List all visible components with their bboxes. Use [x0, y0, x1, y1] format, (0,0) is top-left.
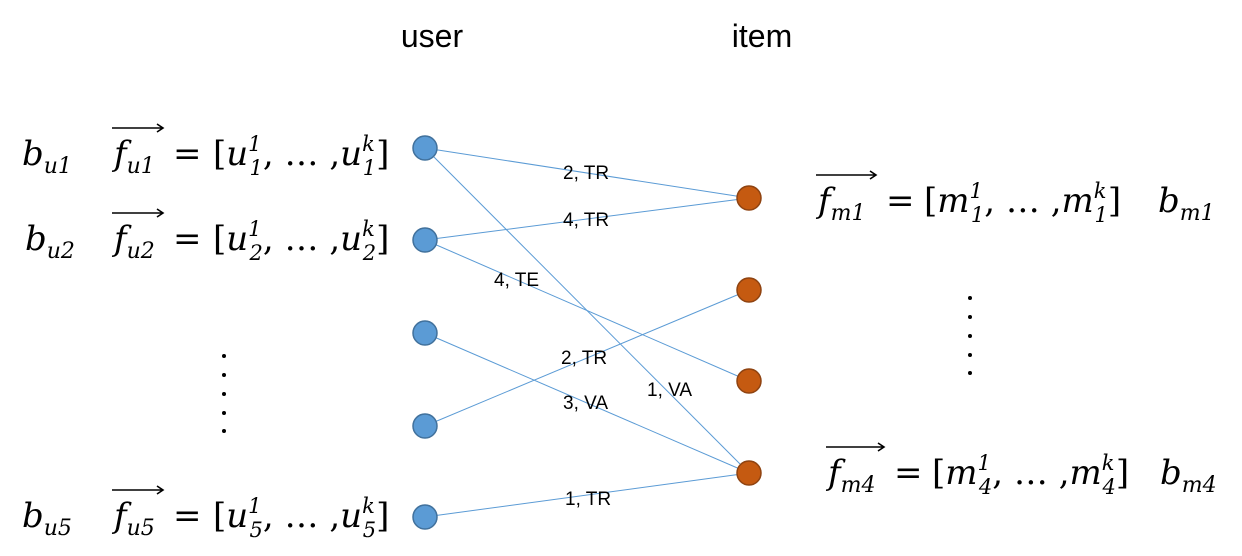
item-ellipsis — [968, 296, 972, 375]
user-node-4[interactable] — [412, 413, 438, 439]
user-ellipsis — [222, 354, 226, 433]
user-header: user — [401, 18, 464, 54]
user-vector: fu1 — [111, 134, 155, 179]
edge-labels: 2, TR 4, TR 4, TE 2, TR 3, VA 1, VA 1, T… — [494, 163, 692, 510]
edge-label: 1, VA — [647, 380, 692, 401]
edges — [424, 147, 750, 518]
edge-label: 2, TR — [561, 348, 607, 369]
item-bias: bm4 — [1160, 453, 1217, 498]
user-node-3[interactable] — [412, 320, 438, 346]
item-node-1[interactable] — [736, 185, 762, 211]
edge-u2-m1 — [424, 197, 750, 241]
item-node-4[interactable] — [736, 460, 762, 486]
vector-arrow-icon — [112, 123, 165, 133]
user-bias: bu2 — [25, 219, 75, 264]
item-node-3[interactable] — [736, 368, 762, 394]
item-node-2[interactable] — [736, 277, 762, 303]
user-vector: fu5 — [111, 496, 155, 541]
vector-arrow-icon — [112, 485, 165, 495]
vector-arrow-icon — [826, 442, 886, 452]
equals-sign: = — [173, 496, 202, 536]
edge-u4-m2 — [424, 289, 750, 427]
edge-label: 4, TR — [563, 210, 609, 231]
edge-u1-m1 — [424, 147, 750, 199]
user-bias: bu5 — [22, 496, 72, 541]
user-nodes — [412, 135, 438, 530]
user-node-1[interactable] — [412, 135, 438, 161]
equals-sign: = — [894, 453, 923, 493]
user-vector: fu2 — [111, 219, 155, 264]
edge-label: 2, TR — [563, 163, 609, 184]
item-header: item — [732, 18, 792, 54]
equals-sign: = — [886, 181, 915, 221]
vector-arrow-icon — [112, 208, 165, 218]
edge-label: 1, TR — [565, 489, 611, 510]
item-nodes — [736, 185, 762, 486]
item-bias: bm1 — [1158, 181, 1215, 226]
equals-sign: = — [173, 134, 202, 174]
user-bias: bu1 — [22, 134, 72, 179]
item-vector: fm1 — [815, 181, 865, 226]
edge-label: 3, VA — [563, 393, 608, 414]
edge-label: 4, TE — [494, 270, 539, 291]
user-node-5[interactable] — [412, 504, 438, 530]
equals-sign: = — [173, 219, 202, 259]
edge-u3-m4 — [424, 332, 750, 474]
edge-u5-m4 — [424, 472, 750, 518]
vector-arrow-icon — [816, 170, 878, 180]
edge-u1-m4 — [424, 147, 750, 474]
user-node-2[interactable] — [412, 227, 438, 253]
item-vector: fm4 — [825, 453, 875, 498]
